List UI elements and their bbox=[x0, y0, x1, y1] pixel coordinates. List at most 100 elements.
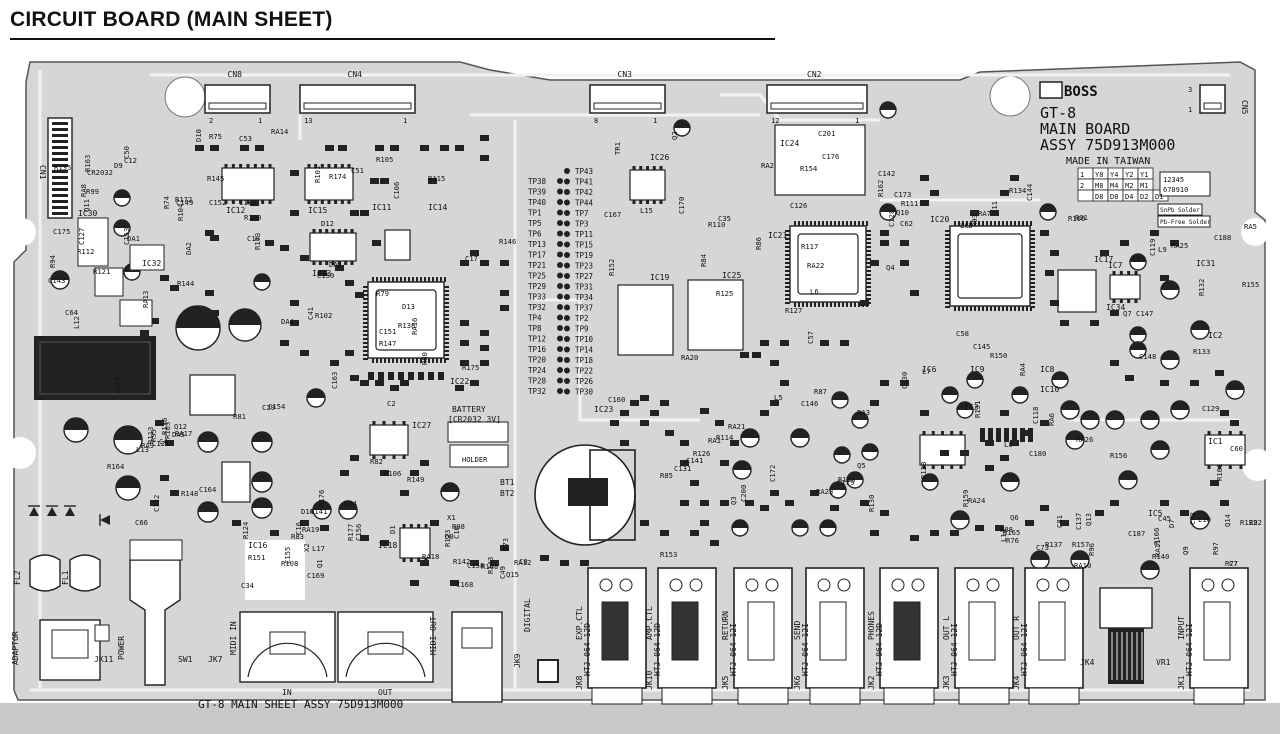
part-designator: DA1 bbox=[127, 234, 140, 243]
qfp-pin bbox=[1030, 302, 1035, 304]
adaptor-tab bbox=[94, 624, 110, 642]
ic-pin bbox=[1218, 465, 1222, 469]
smd-pad bbox=[460, 260, 469, 266]
capacitor-half bbox=[1071, 551, 1089, 560]
part-designator: RA3 bbox=[857, 408, 870, 417]
ic-label: IC1 bbox=[1208, 437, 1223, 446]
capacitor-half bbox=[116, 476, 140, 488]
grid-cell-label: 2 bbox=[1080, 182, 1084, 190]
qfp-pin bbox=[444, 298, 449, 300]
smd-pad bbox=[1095, 510, 1104, 516]
ic-pin bbox=[337, 229, 341, 233]
capacitor-half bbox=[1171, 401, 1189, 410]
smd-pad bbox=[900, 240, 909, 246]
qfp-pin bbox=[408, 358, 410, 363]
mount-hole bbox=[1241, 218, 1269, 246]
part-designator: RA12 bbox=[514, 558, 531, 567]
part-designator: C153 bbox=[122, 228, 131, 245]
part-designator: C177 bbox=[113, 377, 122, 394]
capacitor-half bbox=[1031, 551, 1049, 560]
smd-pad bbox=[680, 500, 689, 506]
capacitor-half bbox=[733, 461, 751, 470]
qfp-pin bbox=[363, 338, 368, 340]
smd-pad bbox=[420, 145, 429, 151]
ic-label: IC2 bbox=[1208, 331, 1223, 340]
cutout bbox=[245, 540, 305, 600]
qfp-pin bbox=[854, 302, 856, 307]
part-designator: C158 bbox=[467, 561, 484, 570]
qfp-pin bbox=[854, 221, 856, 226]
qfp-pin bbox=[444, 294, 449, 296]
connector-pin bbox=[52, 152, 68, 155]
ic-pin bbox=[1134, 271, 1138, 275]
ic-label: IC20 bbox=[930, 215, 949, 224]
test-point bbox=[564, 346, 570, 353]
qfp-pin bbox=[834, 302, 836, 307]
power-switch-cap bbox=[129, 539, 183, 561]
part-designator: C141 bbox=[686, 456, 703, 465]
part-designator: C49 bbox=[498, 566, 507, 579]
power-label: POWER bbox=[117, 636, 126, 660]
part-designator: R145 bbox=[207, 174, 224, 183]
qfp-pin bbox=[978, 306, 980, 311]
ic-pin bbox=[239, 200, 243, 204]
jk7-label: JK7 bbox=[208, 655, 223, 664]
jack-pin bbox=[1221, 578, 1235, 592]
qfp-pin bbox=[363, 330, 368, 332]
qfp-pin bbox=[363, 342, 368, 344]
capacitor-half bbox=[252, 432, 272, 442]
part-designator: R84 bbox=[699, 254, 708, 267]
part-designator: R158 bbox=[838, 475, 855, 484]
part-designator: C7 bbox=[1229, 559, 1238, 568]
smd-pad bbox=[540, 555, 549, 561]
part-designator: Q15 bbox=[506, 570, 519, 579]
smd-pad bbox=[360, 535, 369, 541]
qfp-pin bbox=[866, 221, 868, 226]
part-designator: D1 bbox=[388, 525, 397, 534]
part-designator: D10 bbox=[194, 129, 203, 142]
diode-symbol bbox=[47, 507, 57, 516]
fl2-label: FL2 bbox=[13, 570, 22, 585]
jack-label: JK6 bbox=[793, 675, 802, 690]
part-designator: R79 bbox=[376, 289, 389, 298]
connector-label: CN5 bbox=[1240, 100, 1249, 115]
jack-pin bbox=[817, 578, 831, 592]
ic-pin bbox=[931, 465, 935, 469]
qfp-pin bbox=[966, 221, 968, 226]
part-designator: C152 bbox=[209, 198, 226, 207]
ic-pin bbox=[1127, 271, 1131, 275]
qfp-pin bbox=[444, 338, 449, 340]
connector-pin bbox=[52, 170, 68, 173]
test-point-label: TP12 bbox=[528, 335, 546, 344]
qfp-pin bbox=[404, 277, 406, 282]
ic-label: IC8 bbox=[1040, 365, 1055, 374]
smd-pad bbox=[480, 155, 489, 161]
test-point-label: TP6 bbox=[528, 230, 542, 239]
ic-label: IC7 bbox=[1108, 261, 1123, 270]
part-designator: R135 bbox=[54, 163, 71, 172]
part-designator: R87 bbox=[814, 387, 827, 396]
emi-filter bbox=[29, 554, 61, 592]
smd-pad bbox=[290, 210, 299, 216]
qfp-pin bbox=[1030, 238, 1035, 240]
part-designator: RA26 bbox=[1076, 435, 1093, 444]
smd-pad bbox=[970, 210, 979, 216]
part-designator: C119 bbox=[1148, 239, 1157, 256]
ic-label: IC9 bbox=[970, 365, 985, 374]
part-designator: RA14 bbox=[271, 127, 288, 136]
smd-pad bbox=[345, 280, 354, 286]
test-point bbox=[557, 356, 563, 363]
part-designator: RA6 bbox=[1047, 413, 1056, 426]
part-designator: C17 bbox=[465, 254, 478, 263]
ic-label: IC19 bbox=[650, 273, 669, 282]
ic-pin bbox=[327, 200, 331, 204]
qfp-pin bbox=[363, 354, 368, 356]
part-designator: L15 bbox=[640, 206, 653, 215]
smd-pad bbox=[195, 145, 204, 151]
smd-pad bbox=[370, 178, 379, 184]
test-point bbox=[557, 293, 563, 300]
solder-tag bbox=[1157, 215, 1211, 228]
smd-pad bbox=[870, 260, 879, 266]
smd-pad bbox=[480, 330, 489, 336]
ic-label: IC10 bbox=[1040, 385, 1059, 394]
